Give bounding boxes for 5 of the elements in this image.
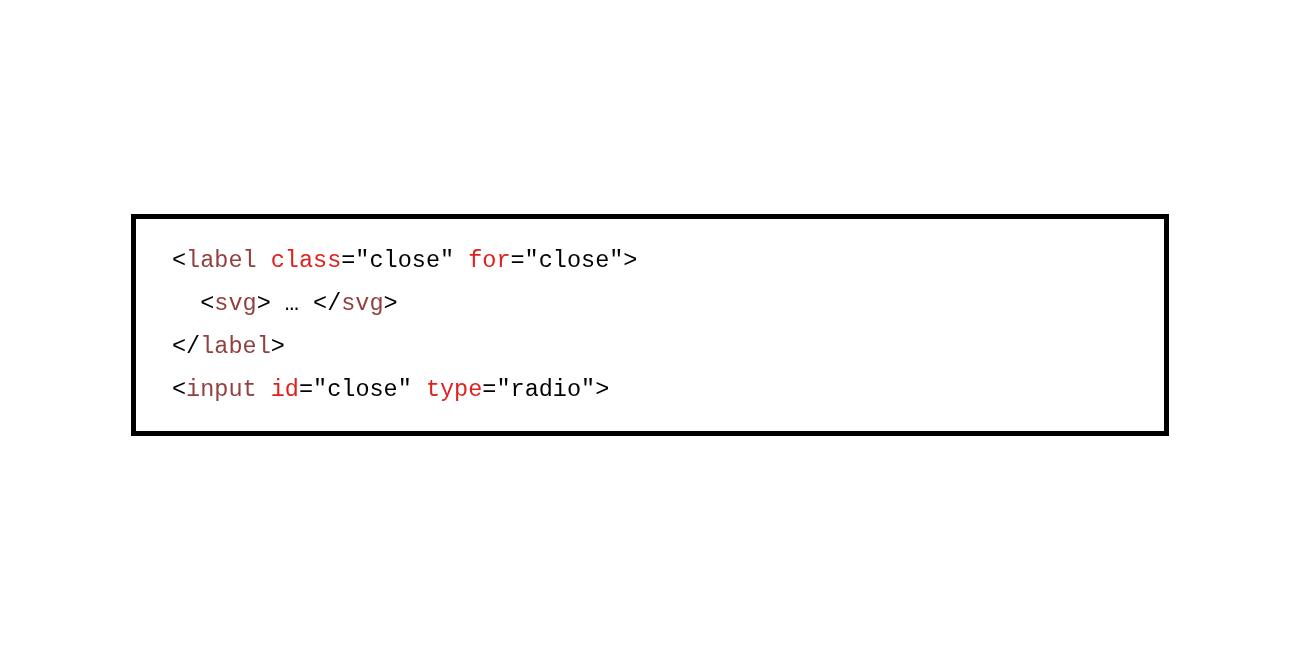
code-line: <input id="close" type="radio"> <box>172 375 610 405</box>
code-line: <label class="close" for="close"> <box>172 246 638 276</box>
code-box <box>131 214 1169 436</box>
code-line: </label> <box>172 332 285 362</box>
code-line: <svg> … </svg> <box>199 289 398 319</box>
